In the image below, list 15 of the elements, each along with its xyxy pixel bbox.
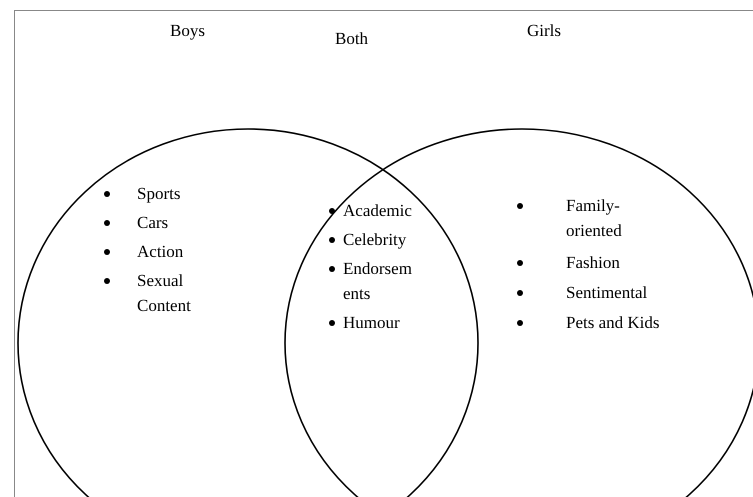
- list-item: Family-oriented: [566, 195, 623, 242]
- list-item: Cars: [137, 212, 170, 234]
- list-item: Celebrity: [343, 229, 408, 251]
- list-item: Action: [137, 241, 184, 263]
- set-heading: Boys: [170, 20, 205, 42]
- list-item: Humour: [343, 312, 401, 334]
- list-item: Pets and Kids: [566, 312, 660, 334]
- list-item: Academic: [343, 200, 413, 222]
- list-item: Sentimental: [566, 282, 648, 304]
- list-item: Sports: [137, 183, 182, 205]
- set-heading: Both: [335, 28, 368, 50]
- list-item: Sexual Content: [137, 270, 192, 317]
- list-item: Fashion: [566, 252, 621, 274]
- set-heading: Girls: [527, 20, 561, 42]
- list-item: Endorsem ents: [343, 258, 413, 305]
